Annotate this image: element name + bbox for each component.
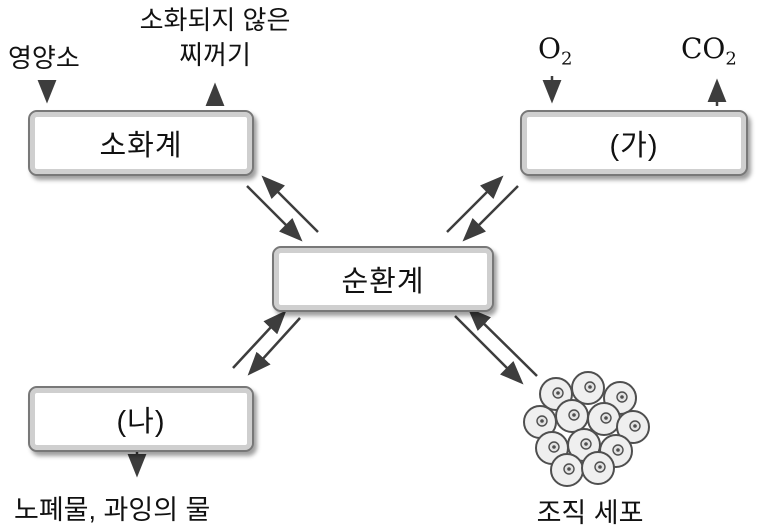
ga-system-label: (가) <box>609 130 659 162</box>
circulatory-system-label: 순환계 <box>341 266 425 298</box>
nutrients-label: 영양소 <box>8 43 80 73</box>
tissue-cells-graphic <box>523 371 650 487</box>
o2-base: O <box>538 32 561 65</box>
digestive-circulatory-arrows <box>246 175 319 242</box>
ga-circulatory-arrows <box>446 175 519 242</box>
undigested-residue-label: 소화되지 않은 찌꺼기 <box>112 3 318 73</box>
co2-subscript: 2 <box>725 48 737 70</box>
residue-label-line2: 찌꺼기 <box>179 40 251 70</box>
na-circulatory-arrows <box>232 310 301 376</box>
circulatory-system-box: 순환계 <box>272 246 494 312</box>
ga-system-box: (가) <box>520 110 748 176</box>
na-system-box: (나) <box>28 386 254 452</box>
digestive-system-label: 소화계 <box>99 130 183 162</box>
cells-circulatory-arrows <box>454 307 538 385</box>
residue-label-line1: 소화되지 않은 <box>139 5 291 35</box>
co2-base: CO <box>681 32 726 65</box>
o2-label: O2 <box>538 32 572 70</box>
co2-label: CO2 <box>681 32 737 70</box>
o2-subscript: 2 <box>560 48 573 70</box>
tissue-cells-label: 조직 세포 <box>536 498 644 528</box>
na-system-label: (나) <box>116 406 166 438</box>
digestive-system-box: 소화계 <box>28 110 254 176</box>
waste-label: 노폐물, 과잉의 물 <box>14 495 211 525</box>
